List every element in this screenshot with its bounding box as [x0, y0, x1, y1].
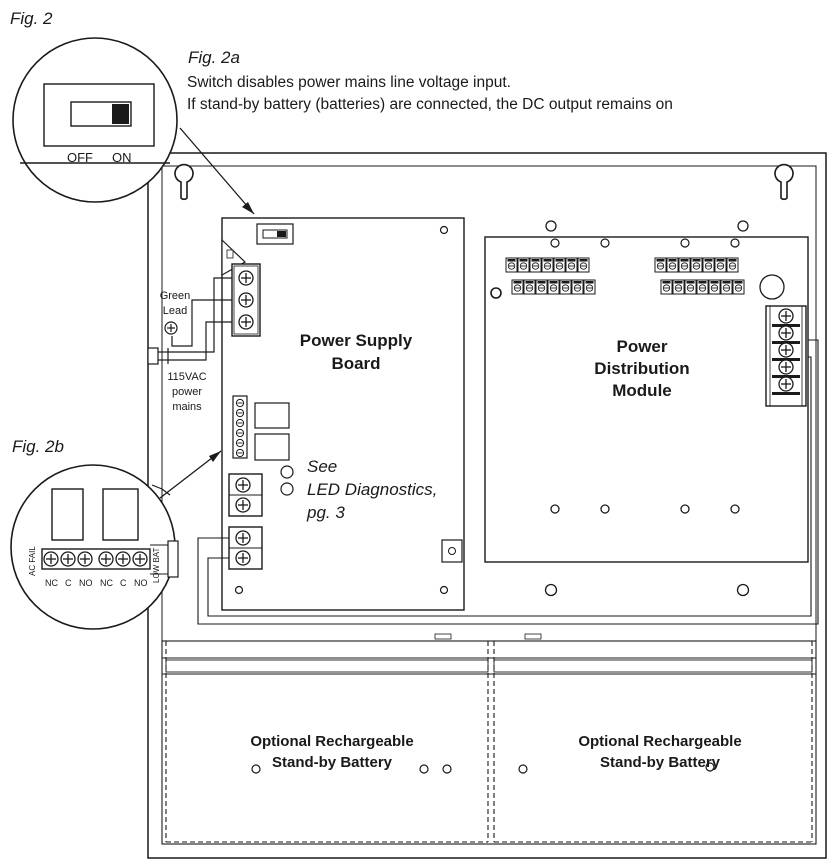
- fig2b-terminal-nc-2: NC: [100, 578, 113, 588]
- pdm-label-line3: Module: [612, 381, 672, 400]
- fig2a-caption-line2: If stand-by battery (batteries) are conn…: [187, 96, 673, 113]
- mounting-hole-icon: [544, 583, 750, 597]
- power-supply-board-label-line1: Power Supply: [299, 331, 413, 350]
- fig2a-callout: [12, 37, 255, 215]
- switch-off-label: OFF: [67, 150, 93, 165]
- dip-switch-icon: [256, 223, 294, 245]
- ground-screw-icon: [441, 539, 463, 563]
- fig2b-title: Fig. 2b: [12, 437, 64, 456]
- fig2b-terminal-no-1: NO: [79, 578, 93, 588]
- fig2b-ac-fail-label: AC FAIL: [28, 546, 37, 576]
- battery-left-label-line2: Stand-by Battery: [271, 754, 393, 771]
- fig2b-callout: [10, 450, 222, 630]
- mains-voltage-label-line3: mains: [172, 401, 202, 413]
- battery-compartment: [161, 633, 817, 845]
- screw-terminal-icon: [765, 305, 807, 407]
- power-supply-board: [221, 217, 465, 611]
- pdm-label-line1: Power: [616, 337, 668, 356]
- led-indicator-icon: [280, 465, 294, 496]
- fig2b-terminal-c-2: C: [120, 578, 127, 588]
- mains-voltage-label-line1: 115VAC: [167, 371, 207, 383]
- led-note-line3: pg. 3: [307, 503, 345, 522]
- switch-on-label: ON: [112, 150, 132, 165]
- fig2b-terminal-nc-1: NC: [45, 578, 58, 588]
- led-note-line2: LED Diagnostics,: [307, 480, 438, 499]
- green-lead-label-line1: Green: [159, 290, 191, 302]
- battery-left-label-line1: Optional Rechargeable: [250, 733, 414, 750]
- fig2b-terminal-c-1: C: [65, 578, 72, 588]
- mains-voltage-label-line2: power: [172, 386, 202, 398]
- green-lead-label-line2: Lead: [162, 305, 188, 317]
- fig2b-low-bat-label: LOW BAT: [152, 547, 161, 583]
- battery-right-label-line1: Optional Rechargeable: [578, 733, 742, 750]
- fig2a-caption-line1: Switch disables power mains line voltage…: [187, 74, 511, 91]
- pdm-label-line2: Distribution: [594, 359, 690, 378]
- fig2-title: Fig. 2: [10, 9, 53, 28]
- mains-wiring: [147, 277, 232, 365]
- fig2b-terminal-no-2: NO: [134, 578, 148, 588]
- power-distribution-module: [484, 220, 809, 563]
- power-supply-board-label-line2: Board: [331, 354, 381, 373]
- fig2a-title: Fig. 2a: [188, 48, 240, 67]
- battery-wiring: [197, 339, 819, 625]
- led-note-line1: See: [307, 457, 338, 476]
- battery-right-label-line2: Stand-by Battery: [599, 754, 721, 771]
